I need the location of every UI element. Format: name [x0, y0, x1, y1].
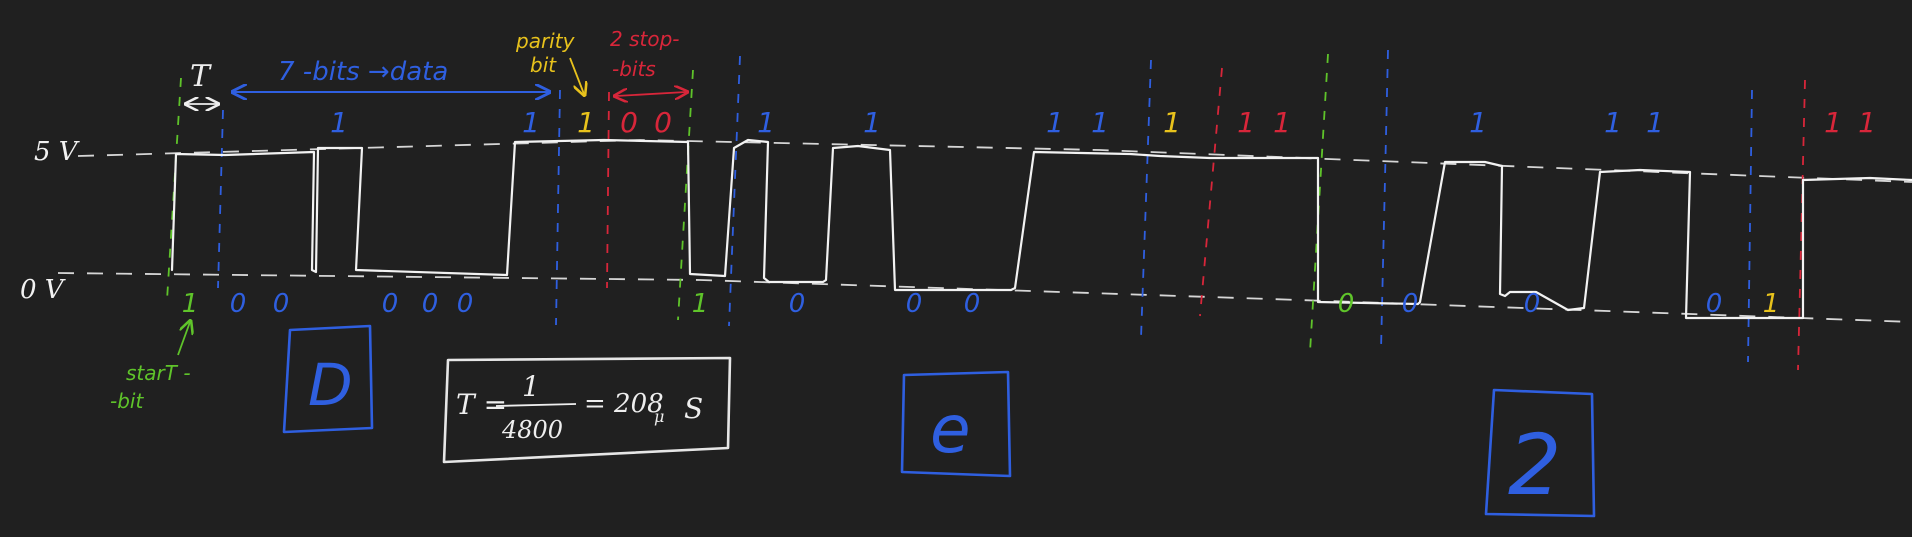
char-box-e: [900, 370, 1012, 478]
start-bit-arrow: [177, 322, 190, 356]
formula-unit: S: [684, 392, 703, 425]
bit-boundary-line: [555, 89, 561, 326]
0v-reference-line: [57, 272, 1912, 323]
char-e: e: [930, 391, 971, 468]
start-bit-label-line1: starT -: [126, 361, 191, 385]
bit-mark-bottom-13: 0: [1706, 289, 1723, 319]
bit-mark-bottom-9: 0: [964, 289, 981, 319]
bit-mark-top-2: 1: [577, 106, 595, 139]
stop-bits-arrow: [616, 92, 686, 96]
bit-mark-bottom-8: 0: [906, 289, 923, 319]
bit-boundary-line: [677, 69, 694, 321]
uart-signal-waveform: [170, 138, 1912, 320]
bit-mark-top-8: 1: [1091, 106, 1109, 139]
bit-mark-top-9: 1: [1163, 106, 1181, 139]
period-label: T: [190, 59, 212, 94]
bit-mark-bottom-11: 0: [1402, 289, 1419, 319]
stop-bits-label-line2: -bits: [612, 57, 656, 81]
bit-mark-bottom-4: 0: [422, 289, 439, 319]
bit-mark-top-4: 0: [654, 106, 672, 139]
bit-boundary-line: [728, 55, 741, 327]
bit-boundary-line: [1309, 53, 1329, 353]
bit-mark-bottom-5: 0: [457, 289, 474, 319]
bit-mark-top-12: 1: [1469, 106, 1487, 139]
parity-bit-arrow: [569, 57, 584, 94]
formula-unit-sub: μ: [654, 407, 664, 426]
formula-box: [442, 356, 732, 464]
bit-mark-top-3: 0: [620, 106, 638, 139]
bit-boundary-line: [1747, 89, 1753, 363]
bit-mark-top-15: 1: [1824, 106, 1842, 139]
data-bits-label: 7 -bits →data: [278, 57, 448, 87]
bit-mark-bottom-1: 0: [230, 289, 247, 319]
bit-mark-top-11: 1: [1273, 106, 1291, 139]
bit-mark-bottom-2: 0: [273, 289, 290, 319]
parity-bit-label-line2: bit: [530, 53, 557, 77]
0v-label: 0 V: [20, 275, 66, 305]
5v-label: 5 V: [34, 137, 80, 167]
formula-rhs: = 208: [584, 389, 664, 419]
bit-mark-bottom-10: 0: [1338, 289, 1355, 319]
bit-boundary-line: [217, 109, 224, 289]
bit-boundary-line: [1140, 59, 1152, 339]
bit-mark-bottom-0: 1: [182, 289, 199, 319]
bit-boundary-line: [1380, 49, 1389, 351]
formula-lhs: T =: [456, 388, 507, 421]
char-d: D: [308, 351, 353, 419]
bit-mark-top-5: 1: [757, 106, 775, 139]
bit-mark-top-10: 1: [1237, 106, 1255, 139]
bit-mark-top-6: 1: [863, 106, 881, 139]
bit-mark-bottom-3: 0: [382, 289, 399, 319]
char-box-2: [1484, 388, 1596, 518]
bit-mark-top-0: 1: [330, 106, 348, 139]
stop-bits-label-line1: 2 stop-: [610, 27, 680, 51]
bit-mark-bottom-7: 0: [789, 289, 806, 319]
formula-denominator: 4800: [501, 416, 563, 444]
bit-mark-top-16: 1: [1858, 106, 1876, 139]
bit-mark-bottom-14: 1: [1763, 289, 1780, 319]
bit-mark-top-1: 1: [522, 106, 540, 139]
bit-mark-top-13: 1: [1604, 106, 1622, 139]
bit-mark-top-7: 1: [1046, 106, 1064, 139]
bit-mark-top-14: 1: [1646, 106, 1664, 139]
char-box-d: [282, 324, 374, 434]
5v-reference-line: [77, 139, 1912, 183]
bit-mark-bottom-12: 0: [1524, 289, 1541, 319]
formula-fraction-bar: [495, 403, 577, 407]
start-bit-label-line2: -bit: [110, 389, 144, 413]
bit-mark-bottom-6: 1: [692, 289, 709, 319]
parity-bit-label-line1: parity: [515, 29, 576, 53]
char-2: 2: [1508, 416, 1561, 514]
formula-numerator: 1: [522, 370, 540, 403]
bit-boundary-line: [1199, 67, 1223, 317]
bit-boundary-line: [606, 91, 610, 289]
